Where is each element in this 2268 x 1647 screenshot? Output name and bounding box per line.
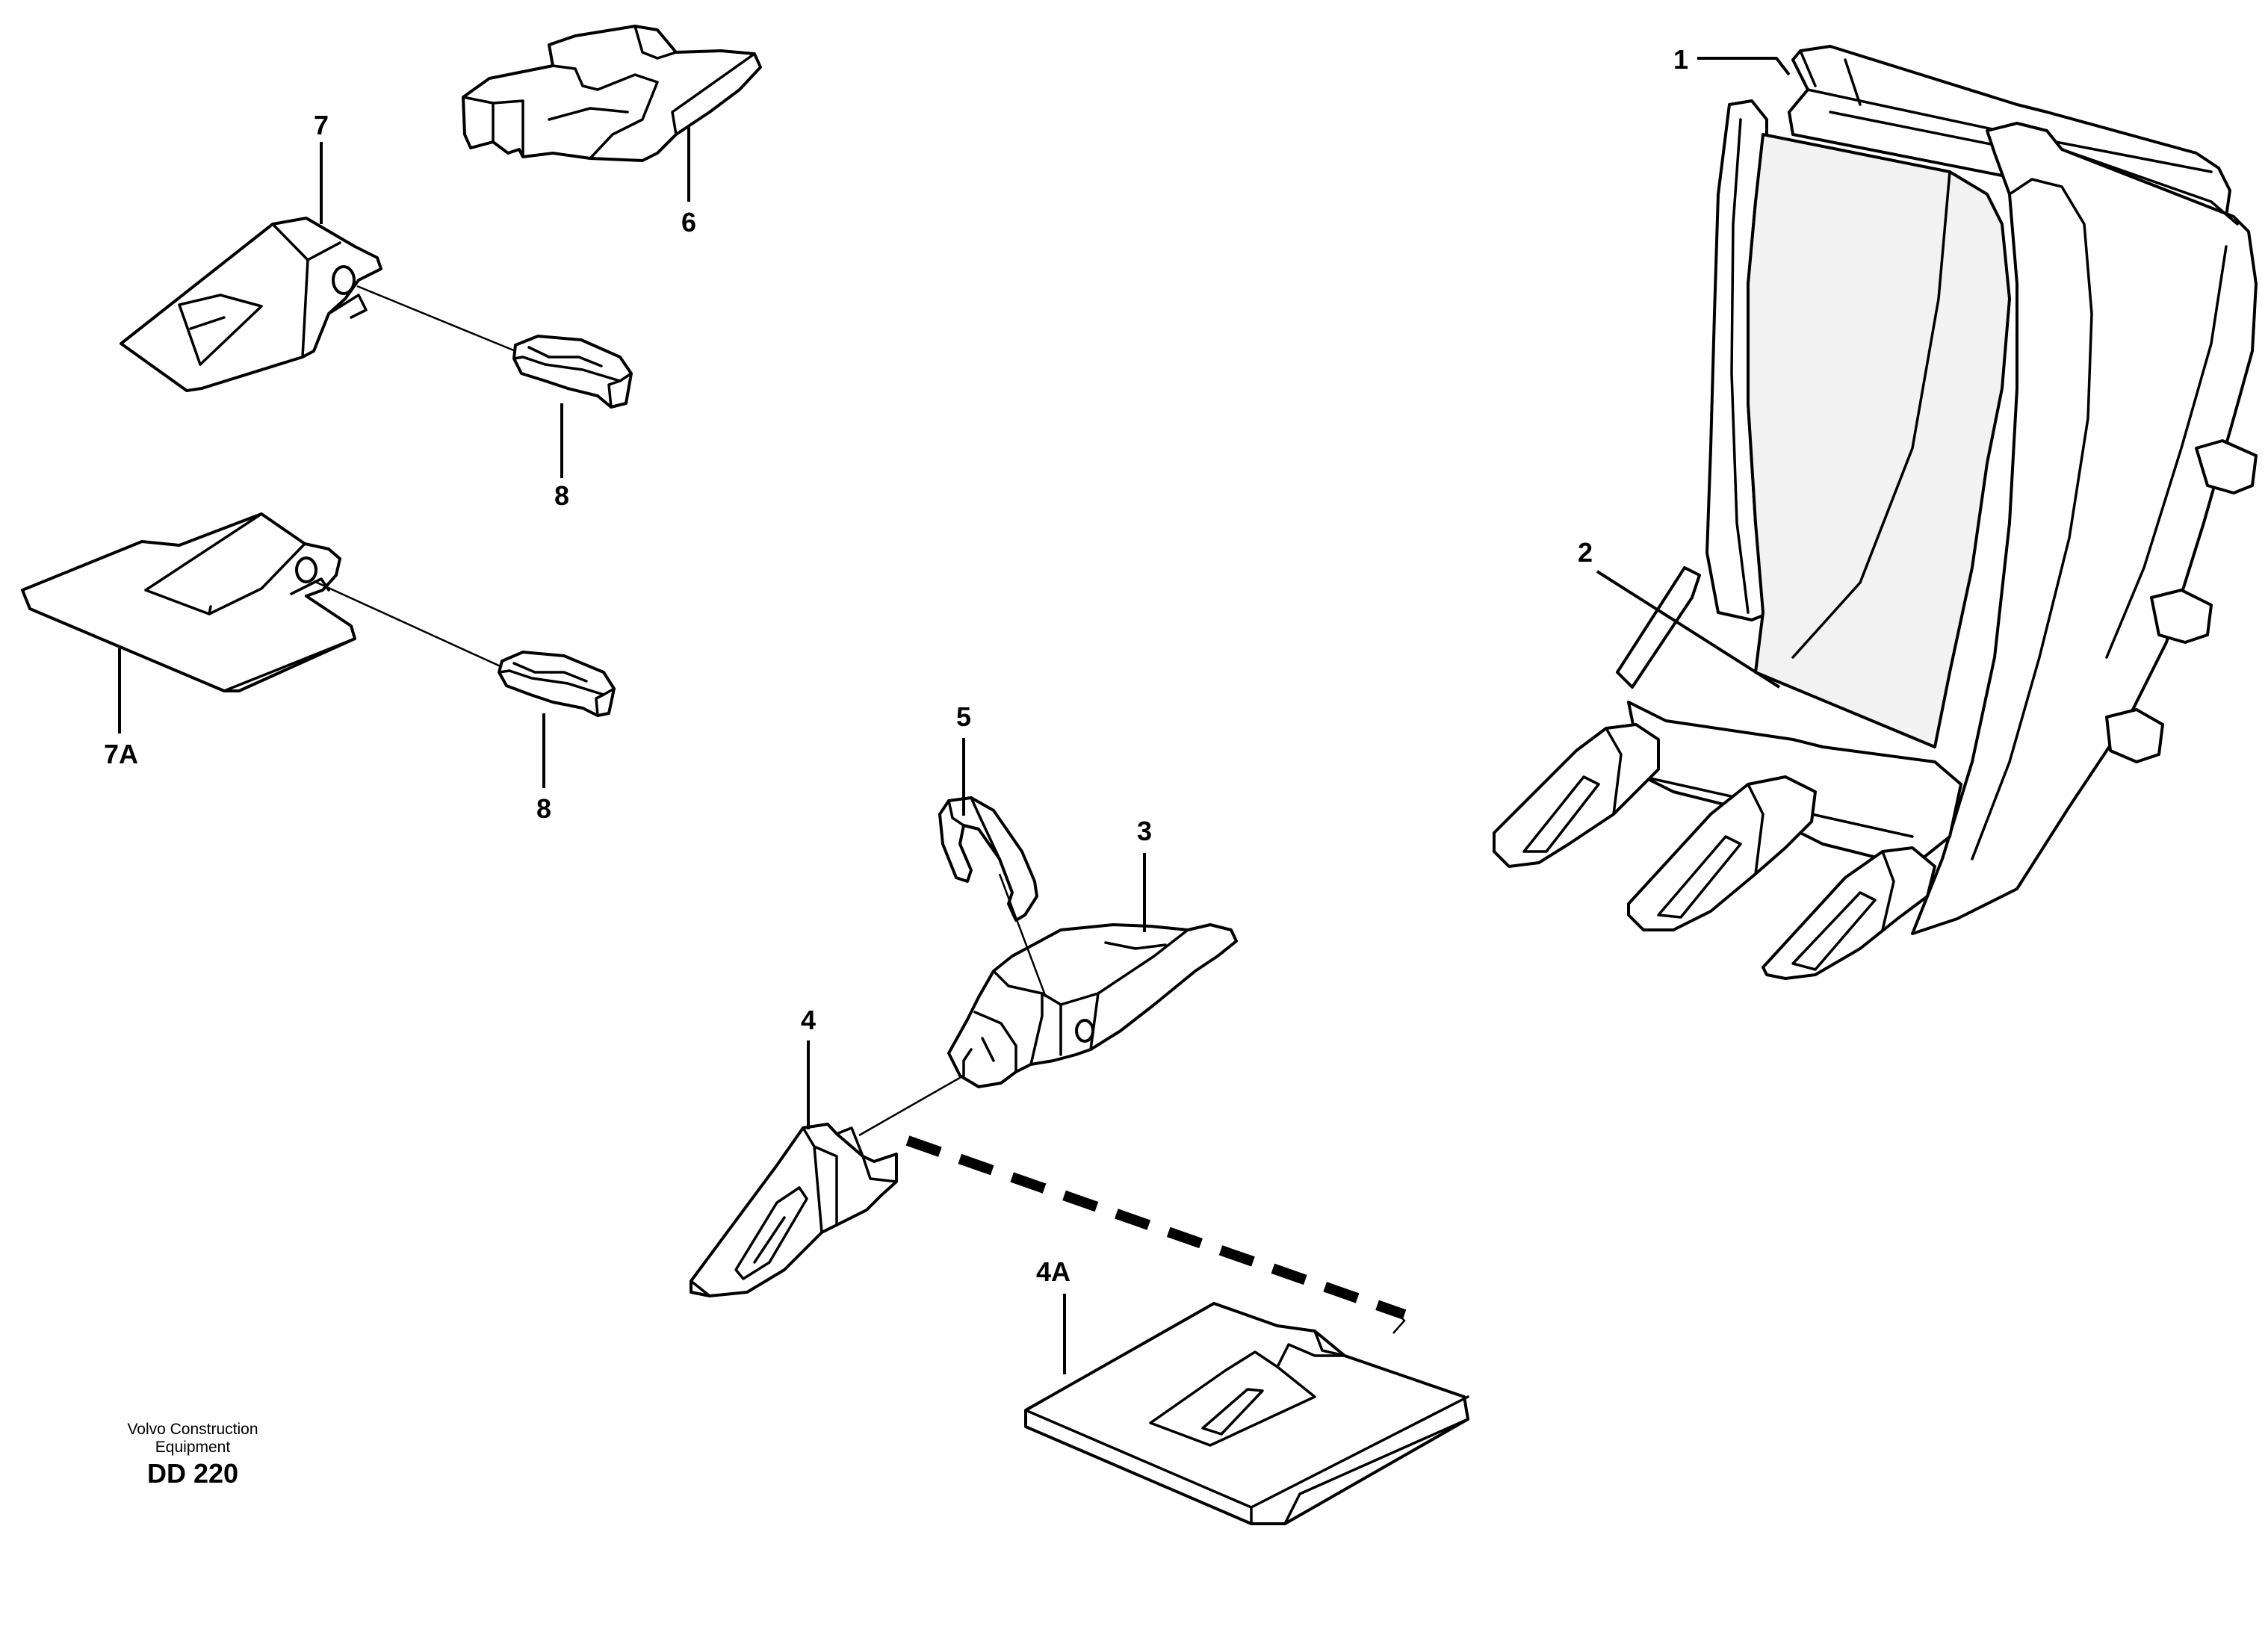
footer-company-line1: Volvo Construction: [127, 1421, 258, 1438]
callout-7a: 7A: [104, 739, 138, 769]
part-8-retainer-top: [512, 335, 633, 409]
callout-labels: 1 2 3 4 4A 5 6 7 7A 8 8: [104, 44, 1688, 1287]
footer-company-line2: Equipment: [155, 1439, 231, 1456]
part-4a-tooth-plate: [1024, 1302, 1469, 1525]
assembly-line-5-to-3: [998, 873, 1047, 998]
footer-drawing-code: DD 220: [147, 1458, 238, 1489]
callout-5: 5: [956, 701, 971, 732]
assembly-line-7a-to-8: [313, 580, 503, 669]
part-3-adapter: [947, 923, 1238, 1088]
callout-1: 1: [1673, 44, 1688, 75]
callout-3: 3: [1137, 816, 1152, 846]
callout-6: 6: [681, 207, 696, 238]
part-1-bucket: [1493, 45, 2258, 980]
callout-8-top: 8: [554, 480, 569, 511]
callout-7: 7: [314, 110, 329, 140]
callout-4: 4: [801, 1005, 816, 1035]
callout-2: 2: [1578, 537, 1593, 568]
assembly-line-7-to-8: [356, 285, 516, 353]
part-7-tooth: [120, 217, 382, 392]
footer: Volvo Construction Equipment DD 220: [127, 1421, 258, 1489]
assembly-lines: [313, 285, 1407, 1334]
part-4-tooth: [690, 1123, 898, 1297]
callout-4a: 4A: [1036, 1256, 1071, 1287]
callout-8-bottom: 8: [536, 793, 551, 824]
part-8-retainer-bottom: [498, 651, 616, 717]
part-6-adapter: [462, 25, 762, 162]
part-7a-tooth-plate: [21, 512, 356, 692]
assembly-line-4a-dashed: [905, 1135, 1407, 1320]
assembly-line-3-to-4: [858, 1074, 964, 1137]
leader-lines: [118, 57, 1791, 1374]
assembly-line-4a-end: [1392, 1312, 1406, 1334]
part-5-lock-clip: [938, 796, 1038, 922]
